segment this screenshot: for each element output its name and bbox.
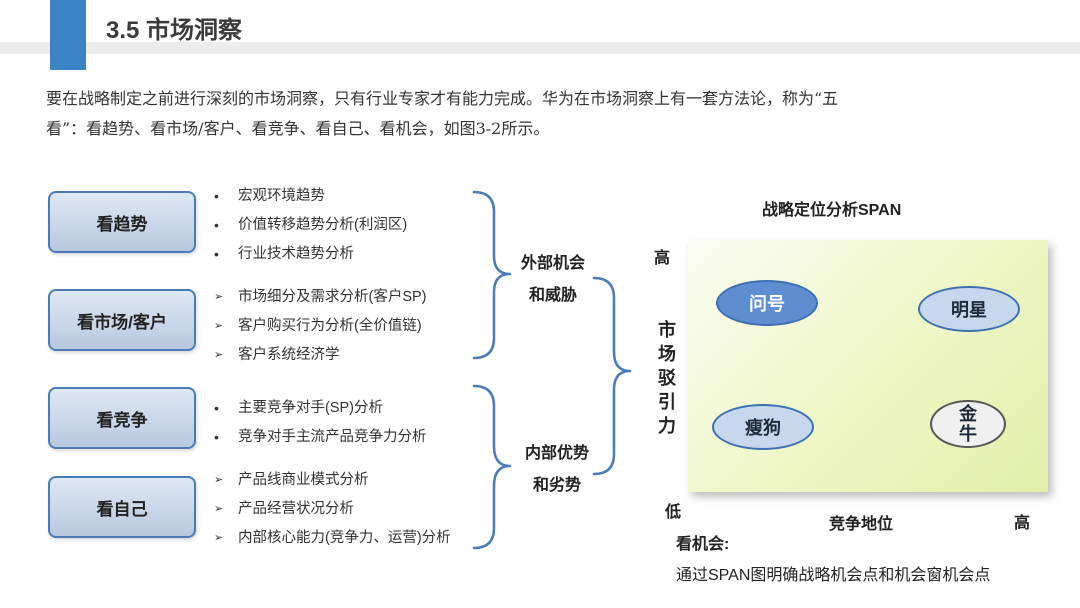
- list-item: ➢产品线商业模式分析: [214, 466, 484, 495]
- bullet-dot-icon: •: [214, 246, 219, 262]
- y-axis-label: 市 场 驳 引 力: [658, 320, 676, 436]
- external-brace: [472, 190, 512, 360]
- span-matrix: [688, 240, 1048, 492]
- list-item: ➢客户系统经济学: [214, 341, 484, 370]
- arrow-bullet-icon: ➢: [214, 320, 224, 332]
- arrow-bullet-icon: ➢: [214, 532, 224, 544]
- arrow-bullet-icon: ➢: [214, 474, 224, 486]
- list-item: •竞争对手主流产品竞争力分析: [214, 423, 484, 452]
- market-customer-list: ➢市场细分及需求分析(客户SP) ➢客户购买行为分析(全价值链) ➢客户系统经济…: [214, 283, 484, 370]
- arrow-bullet-icon: ➢: [214, 291, 224, 303]
- external-group-label: 外部机会 和威胁: [520, 255, 585, 304]
- list-item: •主要竞争对手(SP)分析: [214, 394, 484, 423]
- intro-line-1: 要在战略制定之前进行深刻的市场洞察，只有行业专家才有能力完成。华为在市场洞察上有…: [46, 89, 839, 108]
- bullet-dot-icon: •: [214, 217, 219, 233]
- arrow-bullet-icon: ➢: [214, 503, 224, 515]
- quadrant-question-mark: 问号: [716, 280, 818, 326]
- quadrant-star: 明星: [918, 286, 1020, 332]
- list-item: •价值转移趋势分析(利润区): [214, 211, 484, 240]
- list-item: ➢客户购买行为分析(全价值链): [214, 312, 484, 341]
- intro-paragraph: 要在战略制定之前进行深刻的市场洞察，只有行业专家才有能力完成。华为在市场洞察上有…: [46, 84, 1046, 144]
- x-axis-label: 竞争地位: [829, 516, 894, 533]
- competition-list: •主要竞争对手(SP)分析 •竞争对手主流产品竞争力分析: [214, 394, 484, 452]
- title-accent-bar: [50, 0, 86, 70]
- bullet-dot-icon: •: [214, 400, 219, 416]
- list-item: •宏观环境趋势: [214, 182, 484, 211]
- y-axis-high-label: 高: [654, 250, 671, 267]
- bullet-dot-icon: •: [214, 429, 219, 445]
- internal-brace: [472, 384, 512, 550]
- span-title: 战略定位分析SPAN: [762, 202, 902, 219]
- title-band: [0, 42, 1080, 54]
- x-axis-high-label: 高: [1014, 515, 1031, 532]
- x-axis-low-label: 低: [665, 504, 682, 521]
- arrow-bullet-icon: ➢: [214, 349, 224, 361]
- quadrant-cash-cow: 金 牛: [930, 400, 1006, 448]
- summary-brace: [592, 276, 632, 476]
- bullet-dot-icon: •: [214, 188, 219, 204]
- quadrant-dog: 瘦狗: [712, 404, 814, 450]
- page-title: 3.5 市场洞察: [106, 17, 243, 44]
- internal-group-label: 内部优势 和劣势: [524, 445, 589, 494]
- dimension-self: 看自己: [48, 476, 196, 538]
- dimension-market-customer: 看市场/客户: [48, 289, 196, 351]
- opportunity-text: 通过SPAN图明确战略机会点和机会窗机会点: [676, 567, 991, 584]
- list-item: ➢内部核心能力(竞争力、运营)分析: [214, 524, 484, 553]
- intro-line-2: 看”：看趋势、看市场/客户、看竞争、看自己、看机会，如图3-2所示。: [46, 119, 550, 138]
- list-item: ➢产品经营状况分析: [214, 495, 484, 524]
- dimension-trend: 看趋势: [48, 191, 196, 253]
- list-item: ➢市场细分及需求分析(客户SP): [214, 283, 484, 312]
- trend-list: •宏观环境趋势 •价值转移趋势分析(利润区) •行业技术趋势分析: [214, 182, 484, 269]
- dimension-competition: 看竞争: [48, 387, 196, 449]
- opportunity-heading: 看机会:: [676, 536, 730, 553]
- self-list: ➢产品线商业模式分析 ➢产品经营状况分析 ➢内部核心能力(竞争力、运营)分析: [214, 466, 484, 553]
- list-item: •行业技术趋势分析: [214, 240, 484, 269]
